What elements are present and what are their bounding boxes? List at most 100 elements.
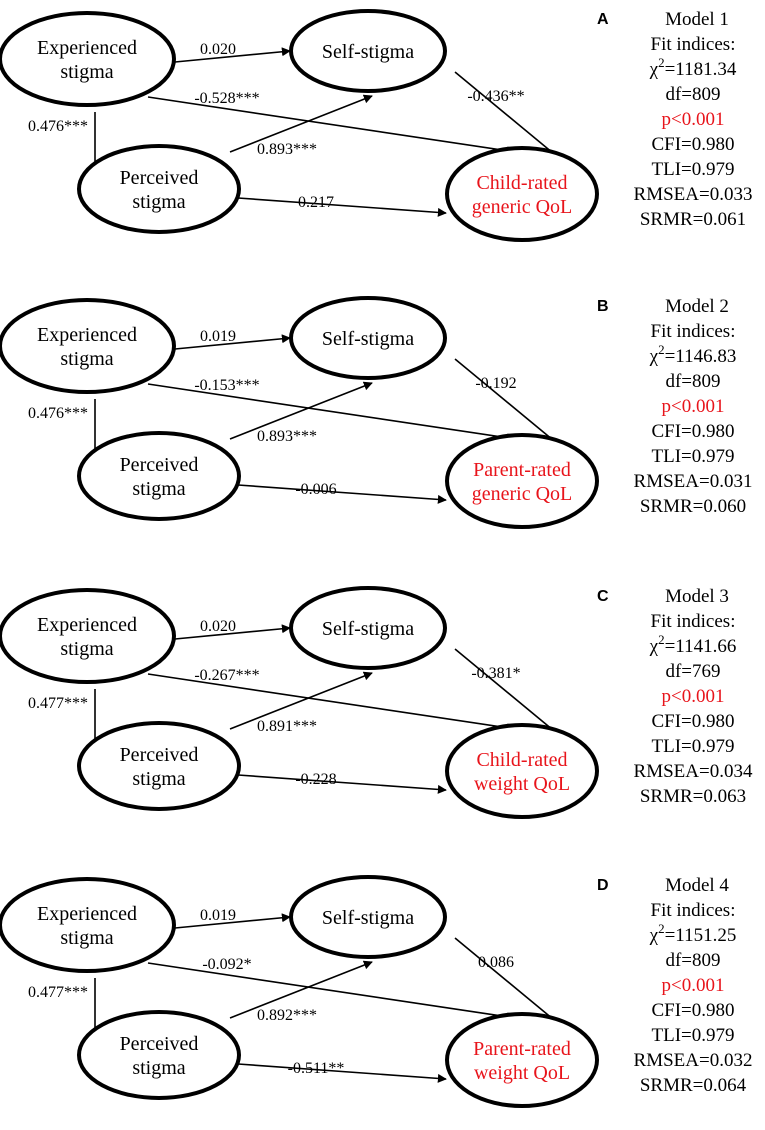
label-experienced-stigma-line-2: stigma bbox=[60, 638, 113, 660]
node-perceived-stigma bbox=[77, 144, 241, 234]
panel-d: ExperiencedstigmaSelf-stigmaPerceivedsti… bbox=[0, 875, 753, 1108]
fit-chi-square: χ2=1151.25 bbox=[649, 921, 737, 946]
coef-perceived-to-outcome: -0.511** bbox=[288, 1060, 345, 1077]
label-perceived-stigma-line-1: Perceived bbox=[120, 744, 199, 766]
node-self-stigma bbox=[289, 875, 447, 959]
label-perceived-stigma-line-2: stigma bbox=[132, 768, 185, 790]
label-outcome-line-1: Child-rated bbox=[476, 749, 567, 771]
model-title: Model 2 bbox=[665, 296, 729, 317]
path-experienced-to-self bbox=[174, 334, 291, 350]
coef-experienced-to-outcome: -0.092* bbox=[202, 956, 251, 973]
path-perceived-to-outcome bbox=[237, 484, 447, 504]
label-experienced-stigma-line-2: stigma bbox=[60, 348, 113, 370]
path-experienced-to-outcome bbox=[147, 962, 516, 1022]
fit-cfi: CFI=0.980 bbox=[651, 134, 734, 155]
fit-tli: TLI=0.979 bbox=[651, 159, 734, 180]
fit-chi-square: χ2=1146.83 bbox=[649, 342, 737, 367]
label-perceived-stigma-line-2: stigma bbox=[132, 191, 185, 213]
panel-letter: C bbox=[597, 588, 609, 605]
fit-rmsea: RMSEA=0.032 bbox=[634, 1050, 753, 1071]
label-self-stigma-line-1: Self-stigma bbox=[322, 41, 414, 63]
path-experienced-to-outcome bbox=[147, 673, 516, 733]
fit-srmr: SRMR=0.064 bbox=[640, 1075, 747, 1096]
fit-heading: Fit indices: bbox=[651, 321, 736, 342]
label-outcome-line-2: generic QoL bbox=[472, 483, 573, 505]
fit-rmsea: RMSEA=0.033 bbox=[634, 184, 753, 205]
path-perceived-to-outcome bbox=[237, 774, 447, 794]
coef-perceived-to-outcome: 0.217 bbox=[298, 194, 334, 211]
label-self-stigma-line-1: Self-stigma bbox=[322, 618, 414, 640]
coef-perceived-to-outcome: -0.006 bbox=[295, 481, 336, 498]
coef-experienced-to-outcome: -0.528*** bbox=[194, 90, 259, 107]
fit-cfi: CFI=0.980 bbox=[651, 421, 734, 442]
coef-perceived-to-outcome: -0.228 bbox=[295, 771, 336, 788]
label-self-stigma-line-1: Self-stigma bbox=[322, 328, 414, 350]
node-outcome bbox=[445, 433, 599, 529]
coef-experienced-to-outcome: -0.267*** bbox=[194, 667, 259, 684]
node-outcome bbox=[445, 1012, 599, 1108]
label-perceived-stigma-line-1: Perceived bbox=[120, 1033, 199, 1055]
fit-cfi: CFI=0.980 bbox=[651, 1000, 734, 1021]
fit-tli: TLI=0.979 bbox=[651, 736, 734, 757]
coef-self-to-outcome: -0.381* bbox=[471, 665, 520, 682]
fit-heading: Fit indices: bbox=[651, 611, 736, 632]
coef-experienced-to-self: 0.020 bbox=[200, 41, 236, 58]
coef-perceived-to-self: 0.891*** bbox=[257, 718, 317, 735]
label-outcome-line-2: weight QoL bbox=[474, 1062, 570, 1084]
coef-experienced-to-perceived: 0.477*** bbox=[28, 695, 88, 712]
path-perceived-to-outcome bbox=[237, 197, 447, 217]
fit-df: df=769 bbox=[665, 661, 720, 682]
path-perceived-to-self bbox=[229, 381, 373, 440]
coef-self-to-outcome: 0.086 bbox=[478, 954, 514, 971]
fit-srmr: SRMR=0.060 bbox=[640, 496, 746, 517]
path-perceived-to-outcome bbox=[237, 1063, 447, 1083]
label-experienced-stigma-line-2: stigma bbox=[60, 927, 113, 949]
node-experienced-stigma bbox=[0, 11, 176, 107]
label-self-stigma-line-1: Self-stigma bbox=[322, 907, 414, 929]
path-experienced-to-self bbox=[174, 47, 291, 63]
fit-srmr: SRMR=0.063 bbox=[640, 786, 746, 807]
path-perceived-to-self bbox=[229, 94, 373, 153]
fit-heading: Fit indices: bbox=[651, 34, 736, 55]
path-perceived-to-self bbox=[229, 960, 373, 1019]
fit-rmsea: RMSEA=0.031 bbox=[634, 471, 753, 492]
node-experienced-stigma bbox=[0, 298, 176, 394]
coef-perceived-to-self: 0.893*** bbox=[257, 428, 317, 445]
node-perceived-stigma bbox=[77, 431, 241, 521]
path-experienced-to-outcome bbox=[147, 96, 516, 156]
model-title: Model 1 bbox=[665, 9, 729, 30]
label-perceived-stigma-line-2: stigma bbox=[132, 478, 185, 500]
node-experienced-stigma bbox=[0, 877, 176, 973]
path-experienced-to-self bbox=[174, 913, 291, 929]
coef-self-to-outcome: -0.192 bbox=[475, 375, 516, 392]
label-experienced-stigma-line-1: Experienced bbox=[37, 37, 137, 59]
node-outcome bbox=[445, 146, 599, 242]
coef-experienced-to-self: 0.020 bbox=[200, 618, 236, 635]
node-experienced-stigma bbox=[0, 588, 176, 684]
node-self-stigma bbox=[289, 586, 447, 670]
coef-perceived-to-self: 0.893*** bbox=[257, 141, 317, 158]
coef-experienced-to-perceived: 0.476*** bbox=[28, 118, 88, 135]
label-perceived-stigma-line-2: stigma bbox=[132, 1057, 185, 1079]
fit-chi-square: χ2=1141.66 bbox=[649, 632, 737, 657]
fit-df: df=809 bbox=[665, 950, 720, 971]
fit-cfi: CFI=0.980 bbox=[651, 711, 734, 732]
fit-rmsea: RMSEA=0.034 bbox=[634, 761, 753, 782]
panel-letter: D bbox=[597, 877, 609, 894]
node-outcome bbox=[445, 723, 599, 819]
panel-letter: A bbox=[597, 11, 609, 28]
fit-p-value: p<0.001 bbox=[662, 109, 725, 130]
path-perceived-to-self bbox=[229, 671, 373, 730]
fit-df: df=809 bbox=[665, 84, 720, 105]
fit-srmr: SRMR=0.061 bbox=[640, 209, 746, 230]
coef-self-to-outcome: -0.436** bbox=[467, 88, 524, 105]
node-perceived-stigma bbox=[77, 1010, 241, 1100]
label-outcome-line-2: generic QoL bbox=[472, 196, 573, 218]
model-title: Model 3 bbox=[665, 586, 729, 607]
fit-p-value: p<0.001 bbox=[662, 686, 725, 707]
panel-letter: B bbox=[597, 298, 609, 315]
label-outcome-line-1: Parent-rated bbox=[473, 459, 571, 481]
node-perceived-stigma bbox=[77, 721, 241, 811]
node-self-stigma bbox=[289, 9, 447, 93]
